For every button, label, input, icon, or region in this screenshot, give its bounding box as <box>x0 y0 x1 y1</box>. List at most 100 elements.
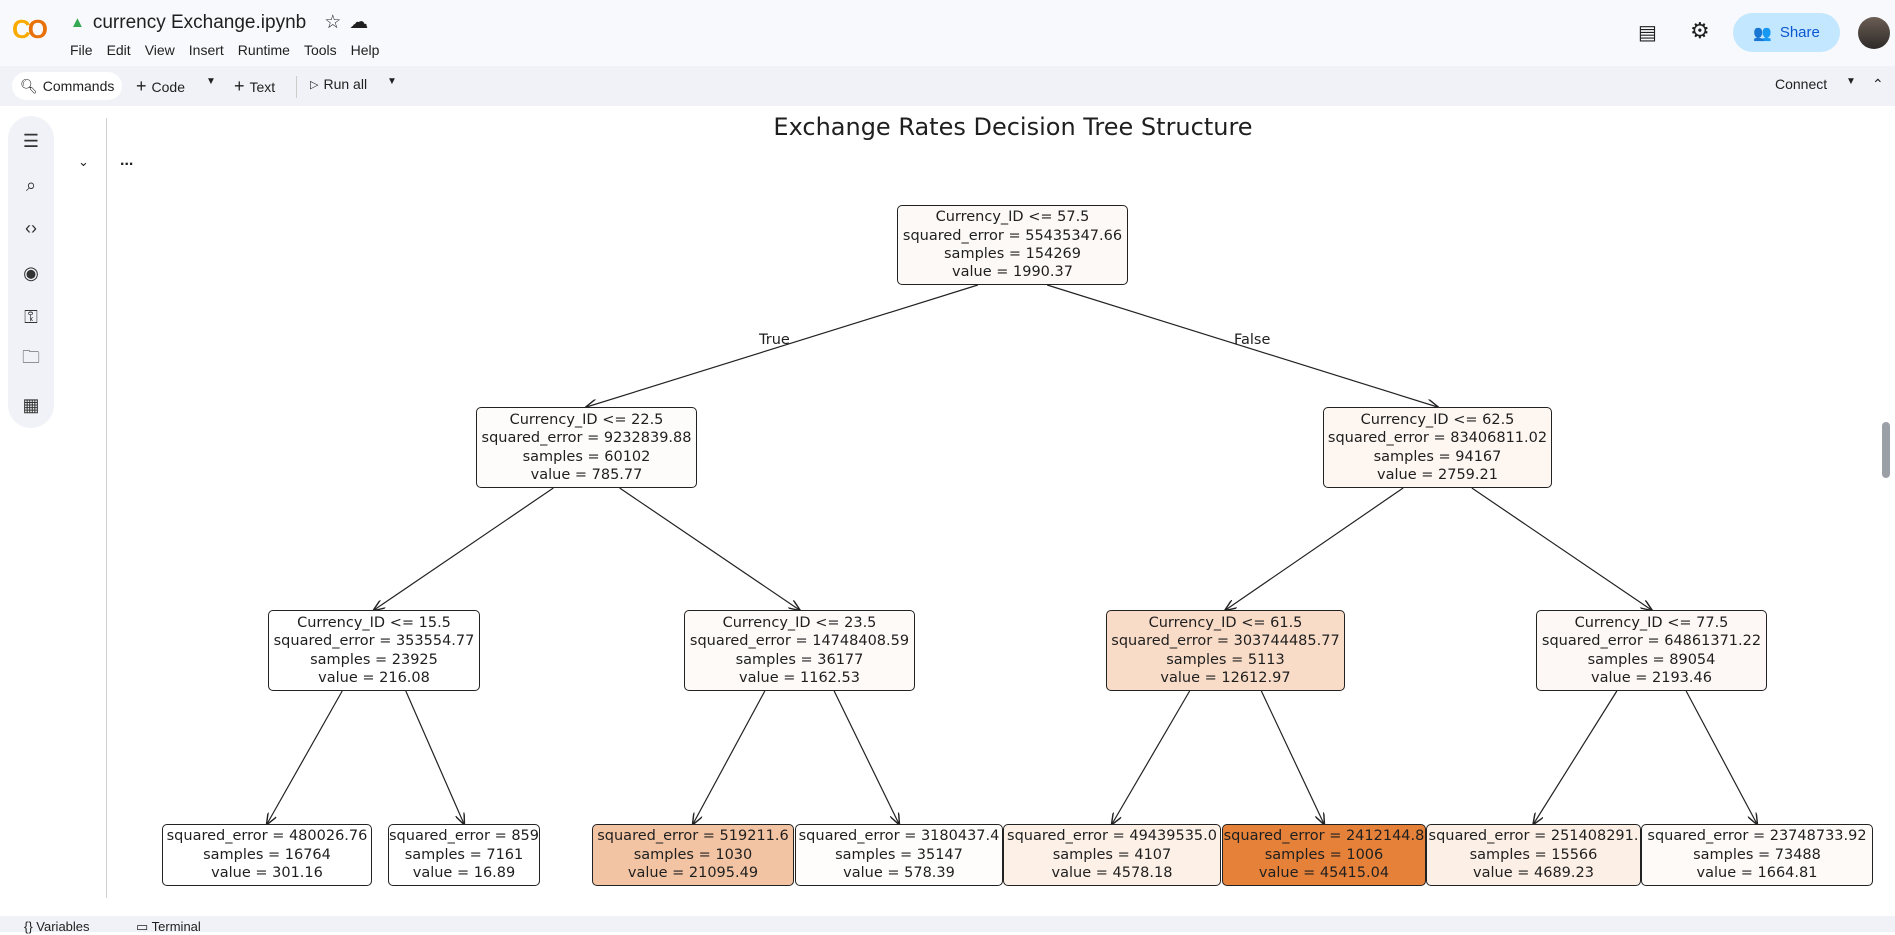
node-text-line: samples = 35147 <box>835 846 963 863</box>
node-text-line: value = 4578.18 <box>1051 865 1173 882</box>
node-text-line: squared_error = 3180437.4 <box>798 828 1000 845</box>
star-icon[interactable]: ☆ <box>324 12 342 33</box>
node-text-line: squared_error = 2412144.8 <box>1223 828 1425 845</box>
menu-tools[interactable]: Tools <box>303 42 337 58</box>
find-icon[interactable]: ⌕ <box>25 174 37 195</box>
share-button[interactable]: 👥Share <box>1733 13 1840 52</box>
tree-split-node: Currency_ID <= 61.5 squared_error = 30374… <box>1106 610 1345 691</box>
node-text-line: Currency_ID <= 77.5 <box>1574 614 1729 631</box>
node-text-line: value = 45415.04 <box>1258 865 1390 882</box>
node-text-line: samples = 73488 <box>1693 846 1821 863</box>
node-text-line: value = 785.77 <box>530 466 643 483</box>
tree-edge <box>1260 690 1324 824</box>
text-label: Text <box>249 78 276 95</box>
tree-split-node: Currency_ID <= 22.5 squared_error = 92328… <box>476 407 697 488</box>
tree-edge <box>1046 284 1437 407</box>
run-all-button[interactable]: ▷Run all <box>310 76 367 92</box>
node-text-line: samples = 16764 <box>203 846 331 863</box>
node-text-line: value = 216.08 <box>318 669 430 686</box>
node-text-line: samples = 15566 <box>1469 846 1598 863</box>
tree-edge <box>587 284 979 407</box>
node-text-line: value = 2193.46 <box>1591 669 1712 686</box>
cloud-icon[interactable]: ☁ <box>349 12 369 33</box>
collapse-cell-chevron-icon[interactable]: ⌄ <box>78 154 89 169</box>
add-code-button[interactable]: +Code <box>136 76 185 97</box>
node-text-line: samples = 5113 <box>1166 651 1285 668</box>
terminal-tab[interactable]: ▭ Terminal <box>136 919 201 934</box>
node-text-line: squared_error = 55435347.66 <box>902 227 1123 244</box>
connect-dropdown-icon[interactable]: ▼ <box>1846 76 1856 87</box>
connect-label: Connect <box>1775 76 1828 92</box>
tree-edge <box>1112 690 1191 824</box>
commands-label: Commands <box>42 78 115 94</box>
node-text-line: squared_error = 859.84 <box>389 828 539 845</box>
node-text-line: value = 4689.23 <box>1473 865 1594 882</box>
notebook-title-row: ▲ currency Exchange.ipynb ☆ ☁ <box>70 11 368 34</box>
node-text-line: squared_error = 9232839.88 <box>481 430 692 447</box>
tree-edge <box>374 487 554 610</box>
node-text-line: Currency_ID <= 62.5 <box>1360 411 1515 428</box>
menu-runtime[interactable]: Runtime <box>237 42 290 58</box>
run-all-dropdown-icon[interactable]: ▼ <box>387 76 397 87</box>
node-text-line: squared_error = 14748408.59 <box>689 633 910 650</box>
node-text-line: Currency_ID <= 61.5 <box>1148 614 1303 631</box>
key-icon[interactable]: ⚿ <box>24 306 38 327</box>
node-text-line: samples = 60102 <box>522 448 651 465</box>
node-text-line: value = 578.39 <box>843 865 955 882</box>
menu-edit[interactable]: Edit <box>106 42 131 58</box>
node-text-line: squared_error = 83406811.02 <box>1327 430 1548 447</box>
tree-edge <box>267 690 343 824</box>
code-snippets-icon[interactable]: ‹› <box>25 217 37 238</box>
notebook-title[interactable]: currency Exchange.ipynb <box>92 11 307 33</box>
node-text-line: samples = 154269 <box>944 246 1081 262</box>
commands-button[interactable]: 🔍︎Commands <box>12 72 123 100</box>
plot-title: Exchange Rates Decision Tree Structure <box>773 113 1253 141</box>
table-icon[interactable]: ▦ <box>22 394 40 415</box>
menu-file[interactable]: File <box>70 42 93 58</box>
connect-button[interactable]: Connect <box>1775 76 1827 92</box>
node-text-line: squared_error = 303744485.77 <box>1111 633 1340 650</box>
tree-edge <box>619 487 800 610</box>
menu-insert[interactable]: Insert <box>188 42 224 58</box>
header: CO ▲ currency Exchange.ipynb ☆ ☁ File Ed… <box>0 0 1895 66</box>
table-of-contents-icon[interactable]: ☰ <box>22 130 40 151</box>
node-text-line: Currency_ID <= 57.5 <box>935 209 1090 226</box>
tree-edge <box>1685 690 1757 824</box>
cell-output-border <box>106 118 107 898</box>
share-label: Share <box>1779 24 1820 41</box>
variables-tab[interactable]: {} Variables <box>24 919 90 934</box>
folder-icon[interactable]: 🗀 <box>22 347 40 367</box>
menu-help[interactable]: Help <box>350 42 380 58</box>
output-menu-button[interactable]: ... <box>120 152 134 169</box>
node-text-line: squared_error = 64861371.22 <box>1541 633 1762 650</box>
run-all-label: Run all <box>323 76 368 92</box>
drive-icon: ▲ <box>70 14 85 31</box>
colab-logo[interactable]: CO <box>12 14 48 44</box>
node-text-line: value = 12612.97 <box>1160 669 1291 686</box>
tree-edge <box>693 690 766 824</box>
variables-inspector-icon[interactable]: ◉ <box>23 262 39 283</box>
collapse-header-icon[interactable]: ⌃ <box>1872 76 1884 92</box>
gear-icon[interactable]: ⚙ <box>1690 18 1710 43</box>
node-text-line: value = 1664.81 <box>1696 865 1818 882</box>
node-text-line: value = 301.16 <box>211 865 323 882</box>
tree-edge <box>1471 487 1652 610</box>
menu-view[interactable]: View <box>144 42 175 58</box>
code-label: Code <box>151 78 185 95</box>
node-text-line: Currency_ID <= 22.5 <box>509 411 664 428</box>
search-icon: 🔍︎ <box>20 77 38 94</box>
menu-bar: File Edit View Insert Runtime Tools Help <box>70 42 379 58</box>
avatar[interactable] <box>1858 17 1890 49</box>
vertical-scrollbar[interactable] <box>1882 422 1890 478</box>
plus-icon: + <box>234 76 245 96</box>
tree-edge <box>1226 487 1404 610</box>
code-dropdown-icon[interactable]: ▼ <box>206 76 216 87</box>
add-text-button[interactable]: +Text <box>234 76 275 97</box>
node-text-line: samples = 7161 <box>404 846 524 863</box>
comment-icon[interactable]: ▤ <box>1638 22 1657 44</box>
